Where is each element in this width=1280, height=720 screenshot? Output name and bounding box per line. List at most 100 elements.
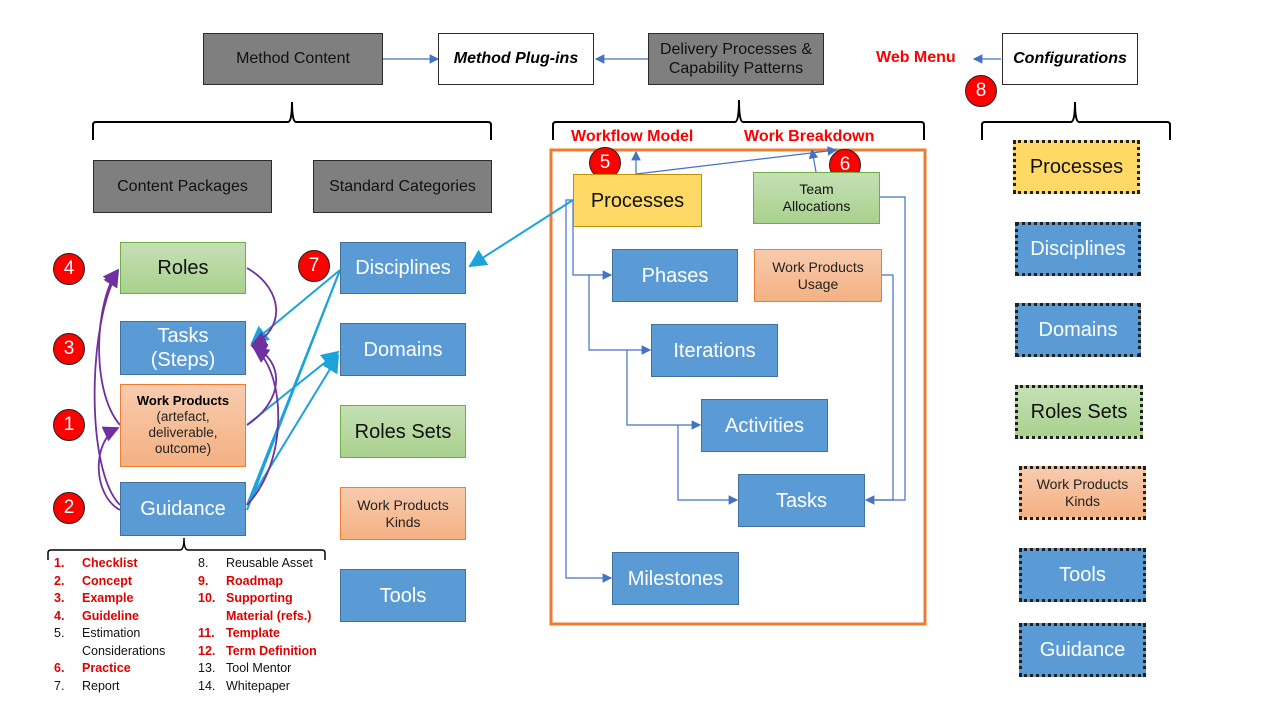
badge-4: 4 (53, 253, 85, 285)
guidance-list-item: 14. Whitepaper (198, 678, 330, 696)
activities-box: Activities (701, 399, 828, 452)
guidance-item-number: 6. (54, 661, 65, 675)
config-guidance-label: Guidance (1039, 639, 1126, 661)
config-domains-label: Domains (1038, 319, 1118, 341)
guidance-item-label: Tool Mentor (226, 661, 292, 675)
roles-sets-label: Roles Sets (354, 420, 452, 443)
guidance-item-label: Guideline (82, 608, 139, 623)
guidance-item-number: 5. (54, 626, 65, 640)
config-work-products-kinds-box: Work Products Kinds (1019, 466, 1146, 520)
milestones-label: Milestones (627, 567, 724, 590)
config-roles-sets-label: Roles Sets (1030, 401, 1128, 423)
config-disciplines-label: Disciplines (1030, 238, 1126, 260)
guidance-item-label: Practice (82, 661, 131, 675)
configurations-box: Configurations (1002, 33, 1138, 85)
guidance-list-item: 5. Estimation Considerations (54, 625, 204, 660)
guidance-item-number: 12. (198, 643, 216, 658)
domains-label: Domains (363, 338, 443, 361)
guidance-item-number: 3. (54, 591, 65, 605)
badge-5: 5 (589, 147, 621, 179)
tools-label: Tools (379, 584, 427, 607)
guidance-item-label: Whitepaper (226, 678, 290, 693)
standard-categories-box: Standard Categories (313, 160, 492, 213)
tools-box: Tools (340, 569, 466, 622)
guidance-item-label: Supporting Material (refs.) (226, 591, 312, 623)
guidance-label: Guidance (140, 498, 226, 520)
work-products-usage-box: Work Products Usage (754, 249, 882, 302)
milestones-box: Milestones (612, 552, 739, 605)
guidance-list-item: 8.Reusable Asset (198, 555, 330, 573)
guidance-item-number: 8. (198, 556, 209, 570)
roles-box: Roles (120, 242, 246, 294)
guidance-item-number: 7. (54, 678, 65, 693)
middle-tasks-box: Tasks (738, 474, 865, 527)
config-tools-label: Tools (1059, 564, 1106, 586)
guidance-item-number: 1. (54, 556, 65, 570)
phases-label: Phases (641, 264, 709, 287)
guidance-list-item: 1. Checklist (54, 555, 204, 573)
disciplines-label: Disciplines (355, 257, 451, 279)
guidance-list-item: 12. Term Definition (198, 643, 330, 661)
guidance-item-number: 13. (198, 661, 216, 675)
work-breakdown-label: Work Breakdown (744, 128, 875, 145)
work-products-kinds-label: Work Products Kinds (357, 496, 449, 530)
guidance-item-label: Roadmap (226, 573, 283, 588)
guidance-item-label: Template (226, 626, 280, 640)
config-domains-box: Domains (1015, 303, 1141, 357)
method-plugins-box: Method Plug-ins (438, 33, 594, 85)
config-disciplines-box: Disciplines (1015, 222, 1141, 276)
content-packages-box: Content Packages (93, 160, 272, 213)
work-products-box: Work Products (artefact, deliverable, ou… (120, 384, 246, 467)
guidance-item-label: Example (82, 591, 134, 605)
badge-3: 3 (53, 333, 85, 365)
guidance-list-item: 10.Supporting Material (refs.) (198, 590, 330, 625)
tasks-box: Tasks (Steps) (120, 321, 246, 375)
work-products-usage-label: Work Products Usage (772, 258, 864, 292)
guidance-item-label: Estimation Considerations (82, 626, 166, 658)
team-allocations-label: Team Allocations (782, 181, 851, 214)
content-packages-label: Content Packages (117, 177, 248, 195)
config-processes-label: Processes (1029, 156, 1124, 178)
guidance-item-number: 11. (198, 626, 215, 640)
config-guidance-box: Guidance (1019, 623, 1146, 677)
middle-tasks-label: Tasks (775, 489, 828, 512)
phases-box: Phases (612, 249, 738, 302)
roles-sets-box: Roles Sets (340, 405, 466, 458)
activities-label: Activities (725, 414, 804, 437)
config-tools-box: Tools (1019, 548, 1146, 602)
guidance-item-label: Checklist (82, 556, 138, 570)
processes-label: Processes (590, 189, 685, 212)
guidance-list-item: 9. Roadmap (198, 573, 330, 591)
badge-1: 1 (53, 409, 85, 441)
guidance-list-item: 7. Report (54, 678, 204, 696)
team-allocations-box: Team Allocations (753, 172, 880, 224)
config-roles-sets-box: Roles Sets (1015, 385, 1143, 439)
tasks-label: Tasks (Steps) (150, 325, 216, 371)
guidance-list-item: 13. Tool Mentor (198, 660, 330, 678)
processes-box: Processes (573, 174, 702, 227)
roles-label: Roles (157, 257, 209, 279)
guidance-box: Guidance (120, 482, 246, 536)
method-content-label: Method Content (236, 50, 350, 68)
badge-7: 7 (298, 250, 330, 282)
guidance-item-number: 14. (198, 678, 216, 693)
guidance-item-number: 9. (198, 573, 209, 588)
web-menu-label: Web Menu (876, 49, 956, 66)
guidance-item-label: Term Definition (226, 643, 317, 658)
badge-8: 8 (965, 75, 997, 107)
method-plugins-label: Method Plug-ins (453, 50, 579, 68)
iterations-box: Iterations (651, 324, 778, 377)
configurations-label: Configurations (1013, 50, 1127, 68)
guidance-item-label: Report (82, 678, 120, 693)
domains-box: Domains (340, 323, 466, 376)
guidance-item-number: 2. (54, 573, 65, 588)
disciplines-box: Disciplines (340, 242, 466, 294)
guidance-list-item: 2.Concept (54, 573, 204, 591)
config-processes-box: Processes (1013, 140, 1140, 194)
guidance-list-item: 4.Guideline (54, 608, 204, 626)
delivery-processes-label: Delivery Processes & Capability Patterns (659, 40, 813, 77)
delivery-processes-box: Delivery Processes & Capability Patterns (648, 33, 824, 85)
